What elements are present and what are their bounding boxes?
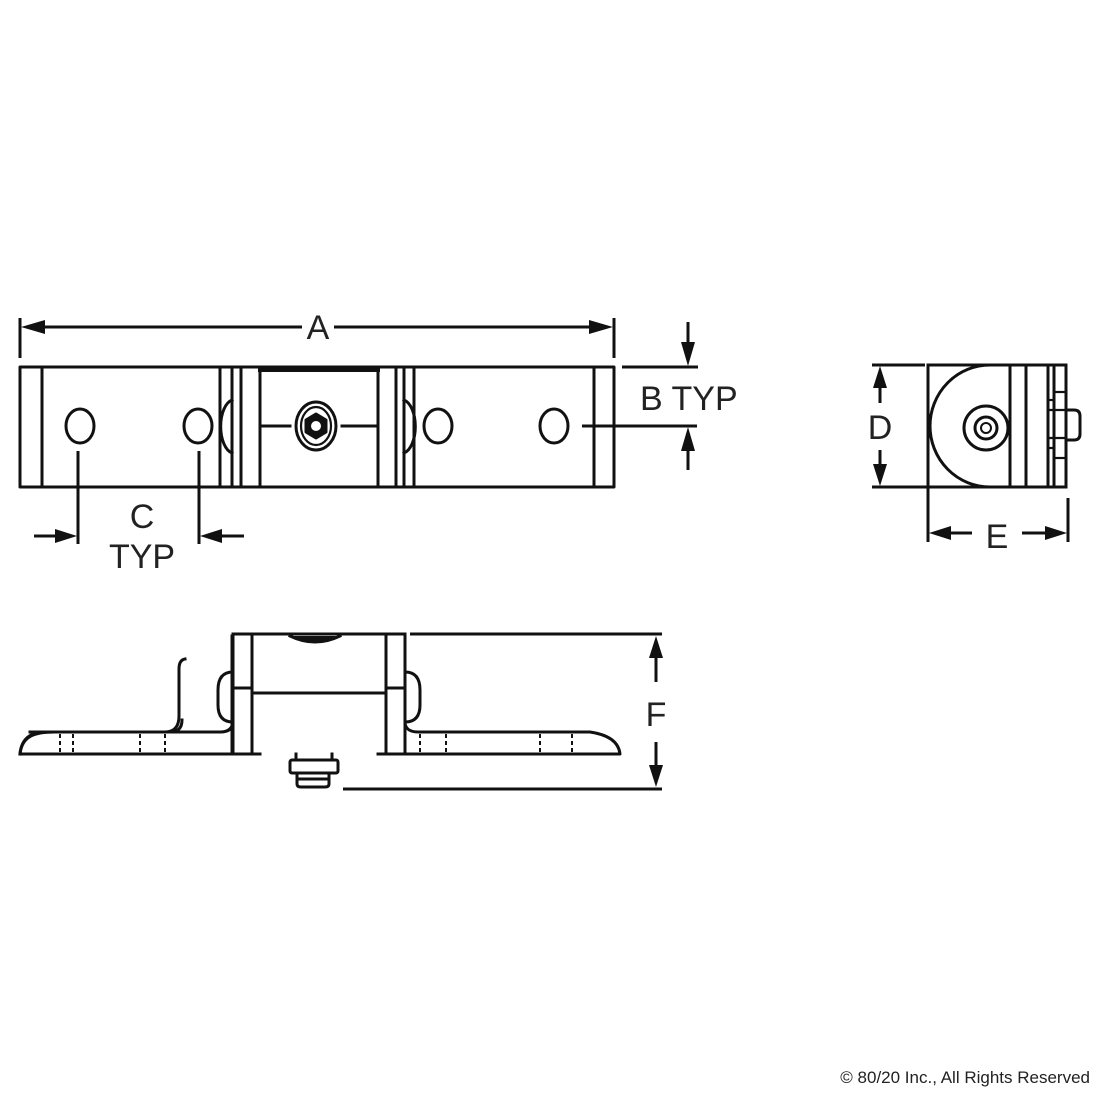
dimension-d: D bbox=[868, 363, 962, 489]
mounting-hole bbox=[422, 407, 454, 445]
side-view bbox=[926, 363, 1082, 489]
dimension-label-d: D bbox=[868, 409, 893, 447]
dimension-label-a: A bbox=[307, 309, 330, 347]
dimension-label-b: B TYP bbox=[640, 380, 738, 418]
dimension-b: B TYP bbox=[582, 322, 738, 470]
socket-head-screw-icon bbox=[294, 400, 338, 452]
dimension-label-c-typ: TYP bbox=[109, 538, 175, 576]
dimension-a: A bbox=[18, 309, 616, 358]
dimension-e: E bbox=[926, 450, 1070, 556]
mounting-hole bbox=[182, 407, 214, 445]
dimension-label-c: C bbox=[130, 498, 155, 536]
dimension-c: C TYP bbox=[34, 451, 244, 576]
mounting-hole bbox=[538, 407, 570, 445]
dimension-f: F bbox=[343, 632, 667, 791]
dimension-label-f: F bbox=[646, 696, 667, 734]
top-view bbox=[18, 365, 616, 489]
front-view bbox=[18, 632, 622, 789]
copyright-notice: © 80/20 Inc., All Rights Reserved bbox=[840, 1068, 1090, 1087]
mounting-hole bbox=[64, 407, 96, 445]
dimension-label-e: E bbox=[986, 518, 1009, 556]
t-nut-icon bbox=[288, 752, 340, 789]
